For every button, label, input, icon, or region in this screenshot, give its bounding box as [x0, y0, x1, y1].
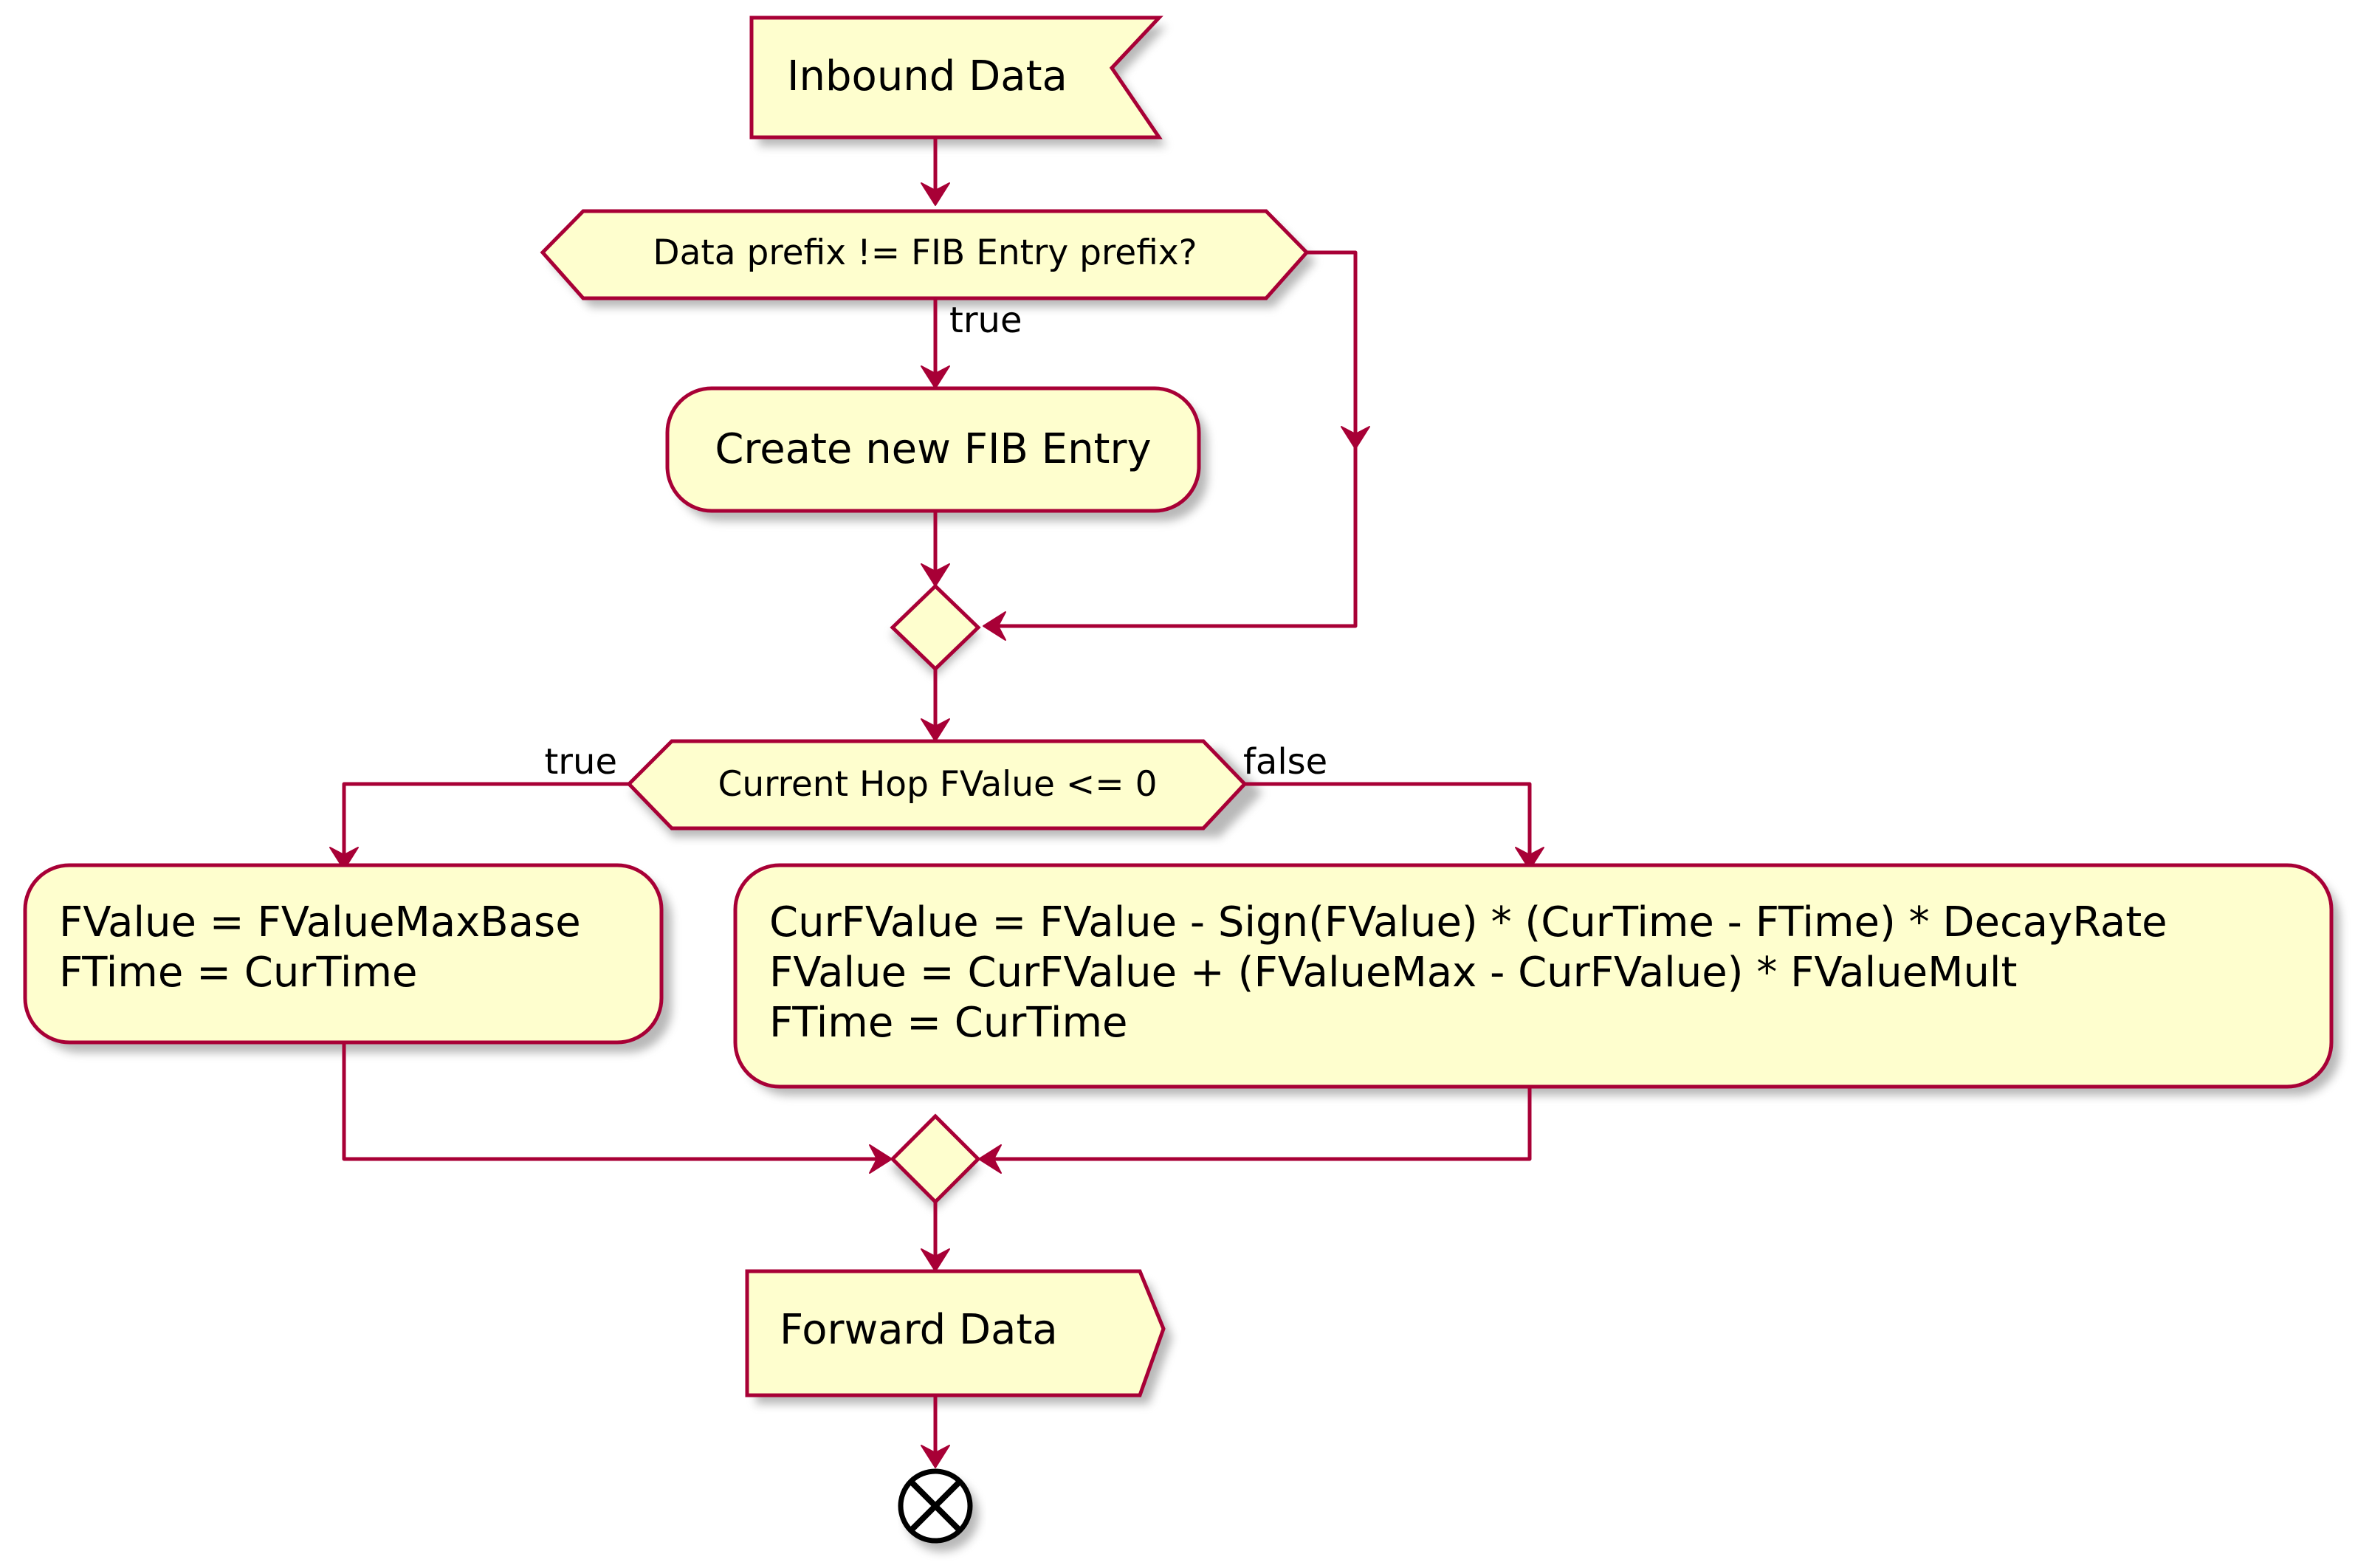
- action-true-line: FTime = CurTime: [59, 949, 417, 997]
- arrowhead: [921, 1248, 950, 1272]
- edge-label-fvalue-false: false: [1243, 741, 1327, 783]
- forward-data-label: Forward Data: [780, 1306, 1058, 1354]
- edge-true-action-to-merge: [342, 1042, 879, 1161]
- create-fib-label: Create new FIB Entry: [715, 425, 1151, 473]
- receive-signal-shape: [749, 16, 1163, 140]
- decision-hexagon: [540, 209, 1310, 300]
- arrowhead: [978, 1144, 1002, 1174]
- send-signal-shape: [745, 1269, 1166, 1397]
- edge-false-action-to-merge: [992, 1087, 1532, 1161]
- end-cross-icon: [898, 1468, 973, 1544]
- decision-prefix-label: Data prefix != FIB Entry prefix?: [653, 233, 1197, 273]
- node-action-true: FValue = FValueMaxBase FTime = CurTime: [23, 863, 664, 1045]
- arrowhead: [869, 1144, 893, 1174]
- arrowhead: [921, 718, 950, 742]
- edge-label-prefix-true: true: [949, 300, 1022, 341]
- node-inbound-data: Inbound Data: [749, 16, 1163, 140]
- merge-diamond: [890, 1113, 981, 1205]
- node-decision-prefix: Data prefix != FIB Entry prefix?: [540, 209, 1310, 300]
- node-decision-fvalue: Current Hop FValue <= 0: [626, 739, 1248, 831]
- action-false-line: FValue = CurFValue + (FValueMax - CurFVa…: [769, 949, 2017, 997]
- node-create-fib-entry: Create new FIB Entry: [665, 386, 1201, 513]
- node-action-false: CurFValue = FValue - Sign(FValue) * (Cur…: [733, 863, 2334, 1089]
- arrowhead: [983, 611, 1006, 641]
- arrowhead: [921, 563, 950, 587]
- action-false-line: CurFValue = FValue - Sign(FValue) * (Cur…: [769, 898, 2167, 946]
- edge-fvalue-false: [1245, 782, 1532, 856]
- merge-diamond: [890, 583, 981, 672]
- arrowhead: [921, 365, 950, 389]
- arrowhead: [1515, 847, 1544, 870]
- arrowhead: [1341, 426, 1370, 450]
- edges: [329, 137, 1544, 1468]
- arrowhead: [921, 182, 950, 206]
- edge-label-fvalue-true: true: [544, 741, 617, 783]
- edge-fvalue-true: [342, 782, 629, 856]
- action-box: [23, 863, 664, 1045]
- decision-hexagon: [626, 739, 1248, 831]
- action-true-line: FValue = FValueMaxBase: [59, 898, 581, 946]
- arrowhead: [329, 847, 359, 870]
- node-forward-data: Forward Data: [745, 1269, 1166, 1397]
- action-box: [665, 386, 1201, 513]
- decision-fvalue-label: Current Hop FValue <= 0: [718, 764, 1158, 805]
- action-box: [733, 863, 2334, 1089]
- inbound-data-label: Inbound Data: [787, 52, 1068, 100]
- arrowhead: [921, 1445, 950, 1468]
- action-false-line: FTime = CurTime: [769, 999, 1127, 1047]
